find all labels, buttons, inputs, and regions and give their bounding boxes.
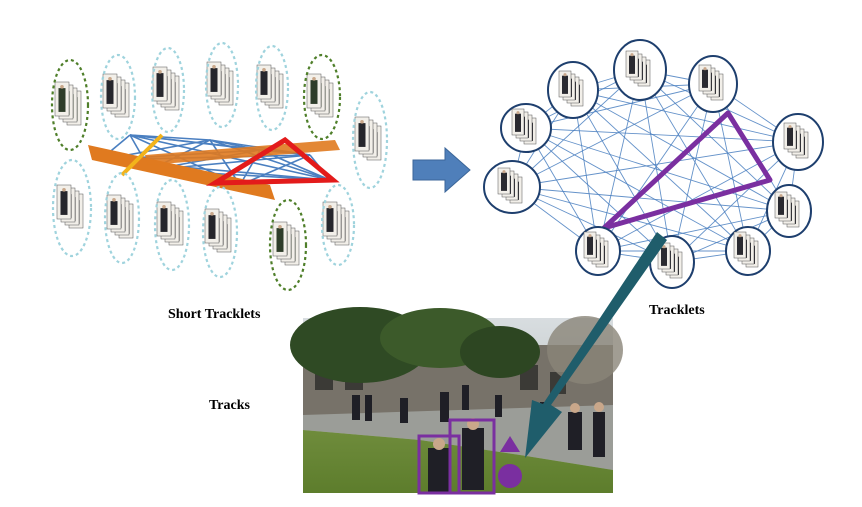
short-tracklet-node: [254, 44, 290, 132]
dashed-ellipse: [50, 58, 90, 152]
graph-edge: [511, 186, 673, 263]
graph-edge: [511, 186, 790, 212]
tracklet-node: [547, 61, 599, 119]
graph-edge: [572, 89, 790, 212]
graph-edge: [209, 139, 331, 181]
dashed-ellipse: [103, 171, 141, 265]
dashed-ellipse: [204, 41, 240, 129]
tracks-label: Tracks: [209, 398, 250, 413]
short-tracklet-node: [50, 58, 90, 152]
graph-edge: [597, 210, 790, 252]
orange-highlight-band: [88, 145, 275, 200]
tracklet-node: [649, 235, 695, 289]
dashed-ellipse: [99, 53, 137, 141]
graph-edge: [525, 83, 714, 129]
graph-edge: [511, 83, 714, 188]
tracklet-node: [483, 160, 541, 214]
dashed-ellipse: [320, 183, 356, 267]
triangle-marker-icon: [500, 436, 520, 452]
short-tracklet-node: [153, 178, 191, 272]
purple-highlight-triangle: [601, 110, 773, 231]
tracklet-node: [613, 39, 667, 101]
graph-edge: [639, 69, 790, 212]
dashed-ellipse: [302, 53, 342, 141]
dashed-ellipse: [351, 90, 389, 190]
graph-edge: [525, 127, 799, 143]
short-tracklet-node: [99, 53, 137, 141]
graph-edge: [639, 69, 749, 252]
tracklets-label: Tracklets: [649, 303, 705, 318]
tracklet-node: [575, 226, 621, 276]
short-tracklet-node: [351, 90, 389, 190]
circle-marker-icon: [498, 464, 522, 488]
graph-edge: [671, 141, 799, 263]
tracklet-node: [772, 113, 824, 171]
graph-edge: [572, 89, 673, 263]
dashed-ellipse: [150, 46, 186, 134]
short-tracklet-node: [268, 198, 308, 292]
short-tracklet-node: [51, 158, 93, 258]
dashed-ellipse: [51, 158, 93, 258]
dashed-ellipse: [268, 198, 308, 292]
tracks-scene: [290, 307, 623, 495]
tracklet-node: [725, 226, 771, 276]
right-arrow-icon: [412, 146, 471, 194]
graph-edge: [525, 127, 790, 212]
short-tracklet-node: [103, 171, 141, 265]
dashed-ellipse: [201, 185, 239, 279]
dashed-ellipse: [254, 44, 290, 132]
tracklet-node: [766, 184, 812, 238]
short-tracklet-node: [204, 41, 240, 129]
dashed-ellipse: [153, 178, 191, 272]
short-tracklet-node: [302, 53, 342, 141]
short-tracklets-graph: [50, 41, 389, 292]
short-tracklets-label: Short Tracklets: [168, 307, 261, 322]
graph-edge: [511, 69, 641, 188]
tracklets-graph: [483, 39, 824, 289]
tracklet-node: [500, 103, 552, 153]
graph-edge: [597, 141, 799, 252]
graph-edge: [525, 127, 673, 263]
graph-edge: [525, 127, 749, 252]
graph-edge: [597, 69, 641, 252]
tracklet-node: [688, 55, 738, 113]
short-tracklet-node: [201, 185, 239, 279]
yellow-highlight-edge: [120, 133, 164, 177]
diagonal-arrow-icon: [525, 232, 667, 458]
graph-edge: [572, 89, 799, 143]
short-tracklet-node: [320, 183, 356, 267]
short-tracklet-node: [150, 46, 186, 134]
red-highlight-triangle: [205, 136, 340, 186]
